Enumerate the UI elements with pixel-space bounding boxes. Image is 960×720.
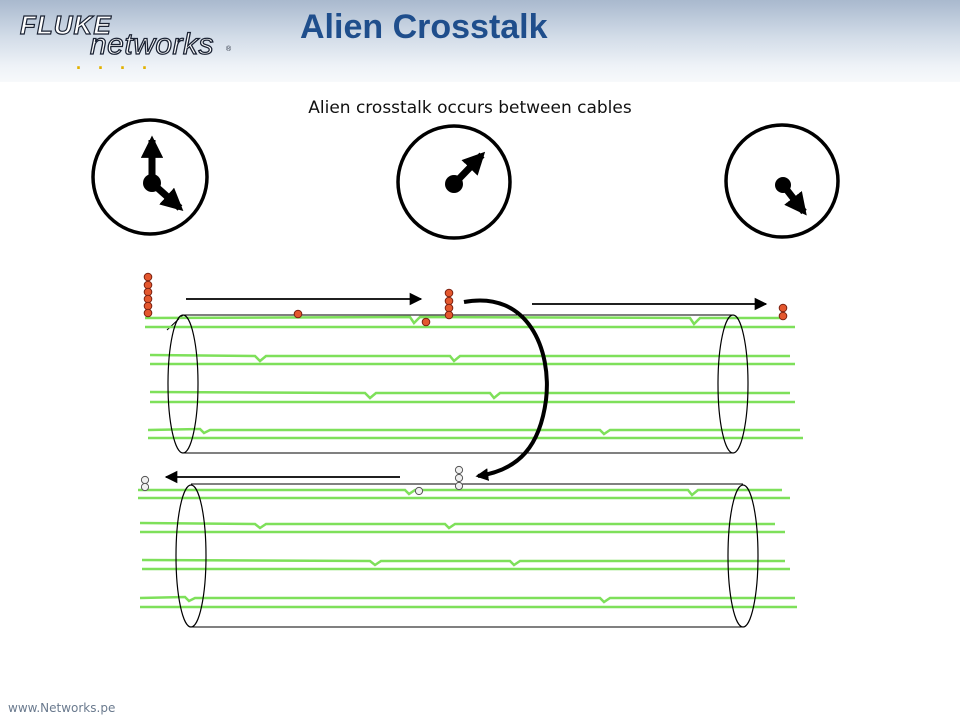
slide-header: FLUKE networks ® . . . . Alien Crosstalk [0,0,960,82]
induced-crosstalk-dots [140,465,464,496]
footer-url: www.Networks.pe [8,701,116,715]
phasor-dial-icon [396,124,512,240]
signal-dots [143,272,788,327]
phasor-dial-icon [91,118,209,236]
logo-fluke-text: FLUKE [19,9,112,40]
logo-dots: . . . . [76,53,154,73]
lower-cable [138,483,797,628]
coupling-arrow-icon [463,298,549,481]
phasor-dial-icon [724,123,840,239]
diagram-caption: Alien crosstalk occurs between cables [308,98,632,118]
logo-networks-text: networks [89,27,215,61]
cable-wire-pairs [138,488,797,609]
slide-title: Alien Crosstalk [300,8,548,46]
logo-registered-mark: ® [226,46,232,53]
fluke-networks-logo: FLUKE networks ® . . . . [16,6,246,73]
upper-cable [144,314,803,454]
cable-wire-pairs [144,315,803,440]
